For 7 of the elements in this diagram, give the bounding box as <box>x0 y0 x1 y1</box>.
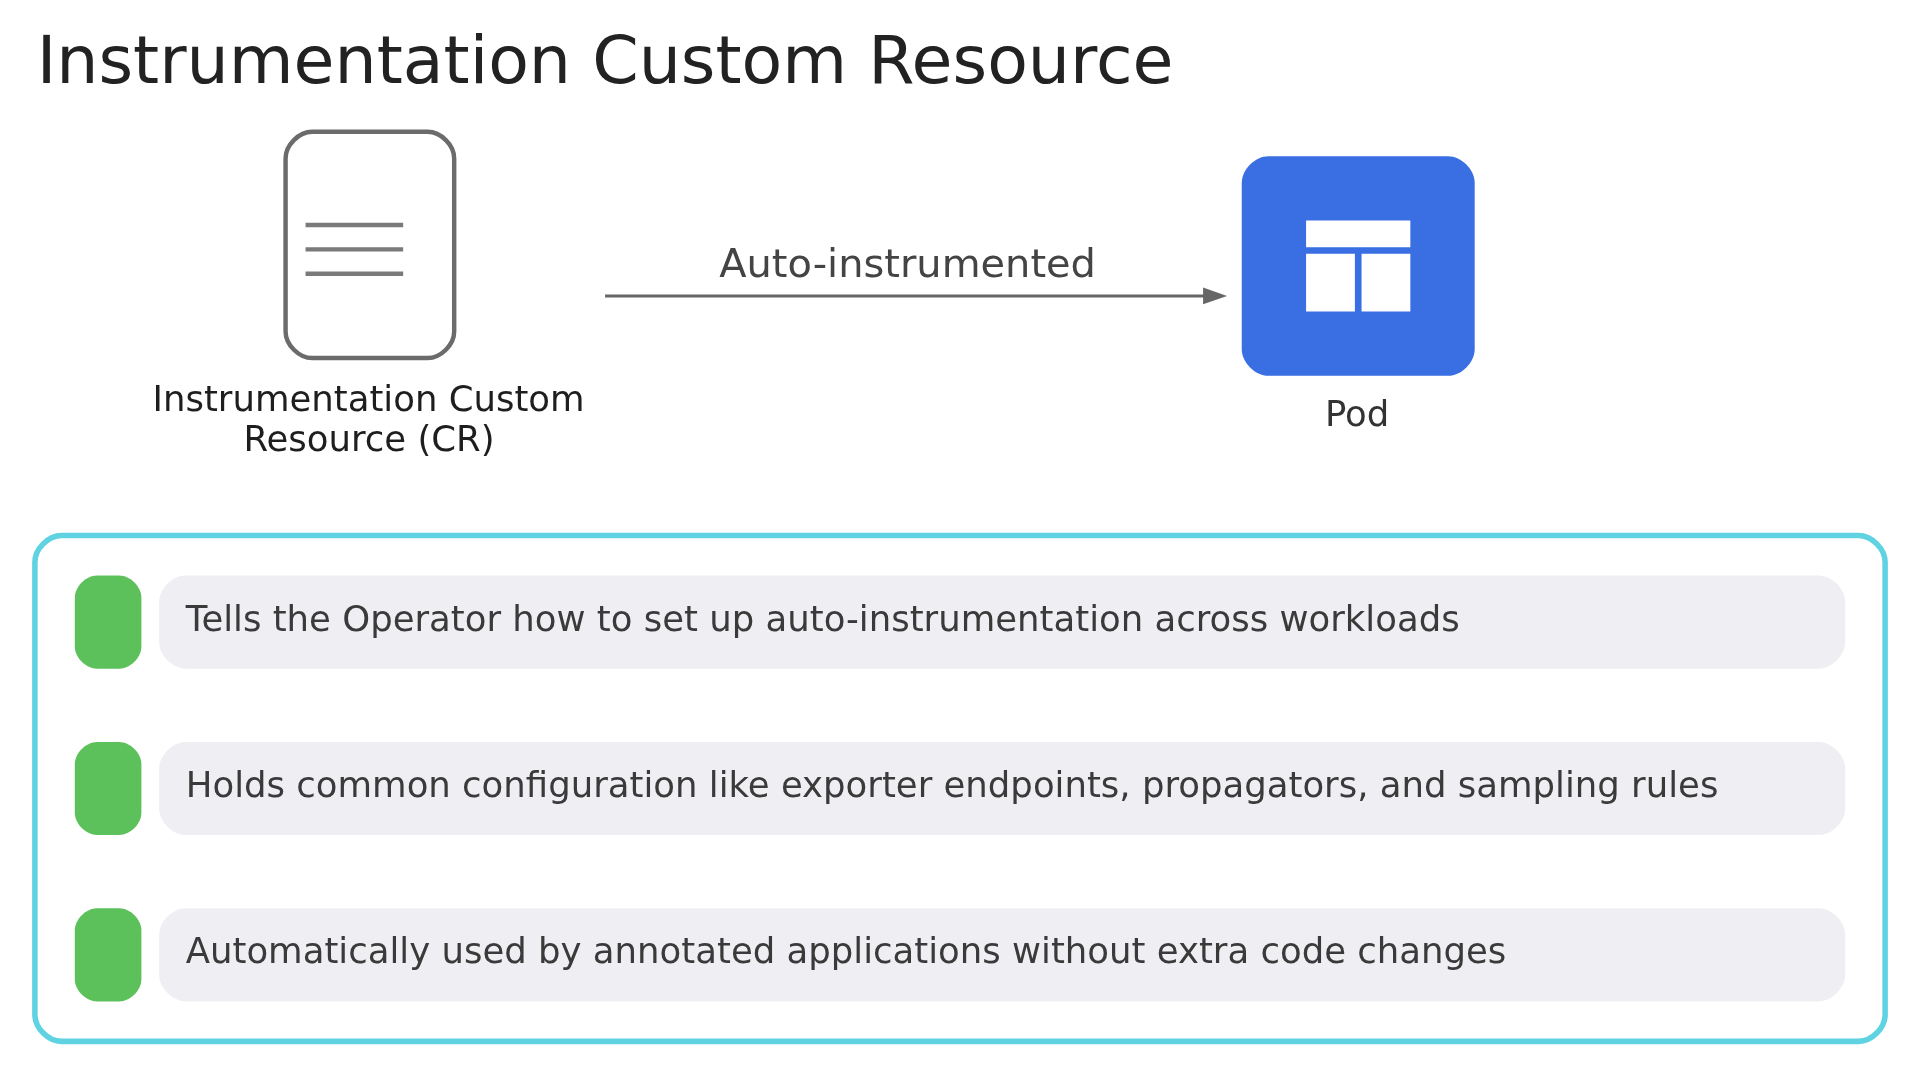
arrow <box>605 287 1228 305</box>
node-label: Pod <box>1324 393 1390 435</box>
node-box <box>1241 156 1475 376</box>
node-label: Instrumentation Custom Resource (CR) <box>152 377 585 459</box>
diagram-title: Instrumentation Custom Resource <box>36 20 1174 99</box>
cluster <box>32 532 1888 1045</box>
edge-label: Auto-instrumented <box>719 239 1096 286</box>
